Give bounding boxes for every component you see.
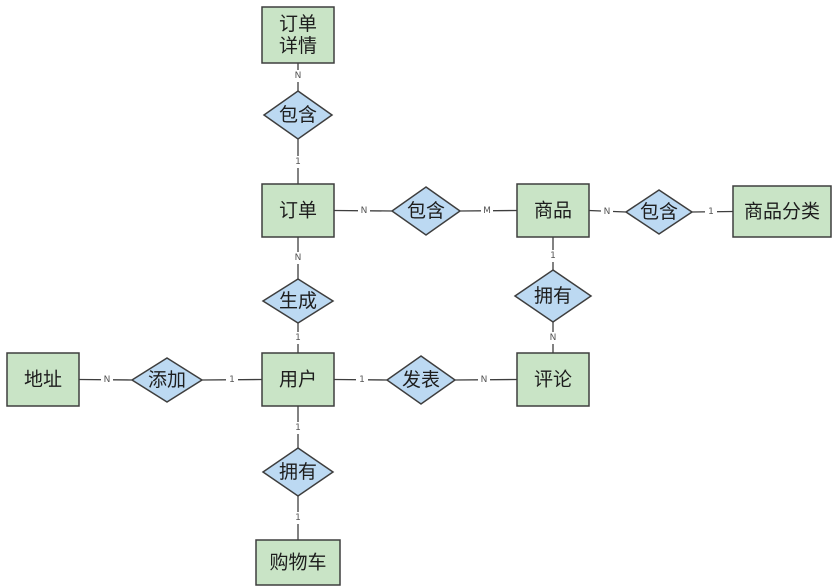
cardinality-background <box>101 374 113 386</box>
entity-order[interactable]: 订单 <box>261 183 335 238</box>
relationship-publish[interactable]: 发表 <box>385 355 457 405</box>
relationship-diamond <box>261 278 335 324</box>
entity-label: 评论 <box>534 369 572 391</box>
cardinality-label: 1 <box>708 207 714 217</box>
entity-box <box>255 539 341 586</box>
entity-address[interactable]: 地址 <box>6 352 80 407</box>
entity-label: 详情 <box>279 35 317 57</box>
entity-label: 订单 <box>279 13 317 35</box>
relationship-contain_category[interactable]: 包含 <box>624 189 694 235</box>
edges-layer <box>78 63 734 540</box>
cardinality-label: 1 <box>229 375 235 385</box>
cardinality-label: N <box>295 253 302 263</box>
relationship-label: 发表 <box>402 369 440 391</box>
cardinality-label: 1 <box>295 513 301 523</box>
entity-label: 商品 <box>534 200 572 222</box>
entity-box <box>6 352 80 407</box>
relationship-contain_product[interactable]: 包含 <box>390 186 462 236</box>
entity-label: 地址 <box>24 369 62 391</box>
cardinality-background <box>292 156 304 168</box>
relationship-diamond <box>130 357 204 403</box>
cardinality-label: 1 <box>295 157 301 167</box>
cardinality-label: N <box>481 375 488 385</box>
relationship-diamond <box>624 189 694 235</box>
cardinality-background <box>292 422 304 434</box>
cardinality-label: N <box>104 375 111 385</box>
entity-box <box>516 352 590 407</box>
cardinality-background <box>481 205 493 217</box>
entity-box <box>261 183 335 238</box>
cardinality-background <box>358 205 370 217</box>
relationship-own_cart[interactable]: 拥有 <box>261 447 335 497</box>
entity-product[interactable]: 商品 <box>516 183 590 238</box>
cardinality-label: 1 <box>295 333 301 343</box>
relationship-diamond <box>262 90 334 140</box>
cardinality-background <box>356 374 368 386</box>
relationship-add[interactable]: 添加 <box>130 357 204 403</box>
relationship-diamond <box>385 355 457 405</box>
cardinality-background <box>705 206 717 218</box>
cardinality-background <box>292 332 304 344</box>
entity-label: 用户 <box>279 369 317 391</box>
relationship-contain_detail[interactable]: 包含 <box>262 90 334 140</box>
relationship-diamond <box>261 447 335 497</box>
entity-box <box>261 6 335 64</box>
entity-category[interactable]: 商品分类 <box>732 185 832 238</box>
entity-box <box>516 183 590 238</box>
relationship-generate[interactable]: 生成 <box>261 278 335 324</box>
cardinality-background <box>547 332 559 344</box>
cardinality-label: N <box>295 71 302 81</box>
nodes-layer: 订单详情订单商品商品分类地址用户评论购物车包含包含包含生成拥有添加发表拥有 <box>6 6 832 586</box>
entity-cart[interactable]: 购物车 <box>255 539 341 586</box>
relationship-diamond <box>390 186 462 236</box>
cardinality-label: 1 <box>550 251 556 261</box>
relationship-own_review[interactable]: 拥有 <box>513 269 593 323</box>
entity-label: 购物车 <box>269 552 326 574</box>
cardinality-label: N <box>361 206 368 216</box>
entity-box <box>261 352 335 407</box>
relationship-label: 添加 <box>148 369 186 391</box>
entity-user[interactable]: 用户 <box>261 352 335 407</box>
relationship-label: 包含 <box>640 201 678 223</box>
cardinality-background <box>601 206 613 218</box>
cardinality-background <box>292 252 304 264</box>
entity-label: 订单 <box>279 200 317 222</box>
relationship-label: 包含 <box>407 200 445 222</box>
cardinality-background <box>226 374 238 386</box>
cardinality-label: N <box>604 207 611 217</box>
cardinality-label: 1 <box>359 375 365 385</box>
relationship-label: 拥有 <box>534 285 572 307</box>
relationship-label: 生成 <box>279 290 317 312</box>
relationship-label: 包含 <box>279 104 317 126</box>
relationship-diamond <box>513 269 593 323</box>
entity-review[interactable]: 评论 <box>516 352 590 407</box>
entity-box <box>732 185 832 238</box>
cardinality-label: 1 <box>295 423 301 433</box>
cardinality-background <box>547 250 559 262</box>
cardinality-background <box>478 374 490 386</box>
entity-label: 商品分类 <box>744 201 820 223</box>
cardinality-label: N <box>550 333 557 343</box>
cardinality-label: M <box>483 206 491 216</box>
relationship-label: 拥有 <box>279 461 317 483</box>
cardinality-background <box>292 70 304 82</box>
cardinality-background <box>292 512 304 524</box>
